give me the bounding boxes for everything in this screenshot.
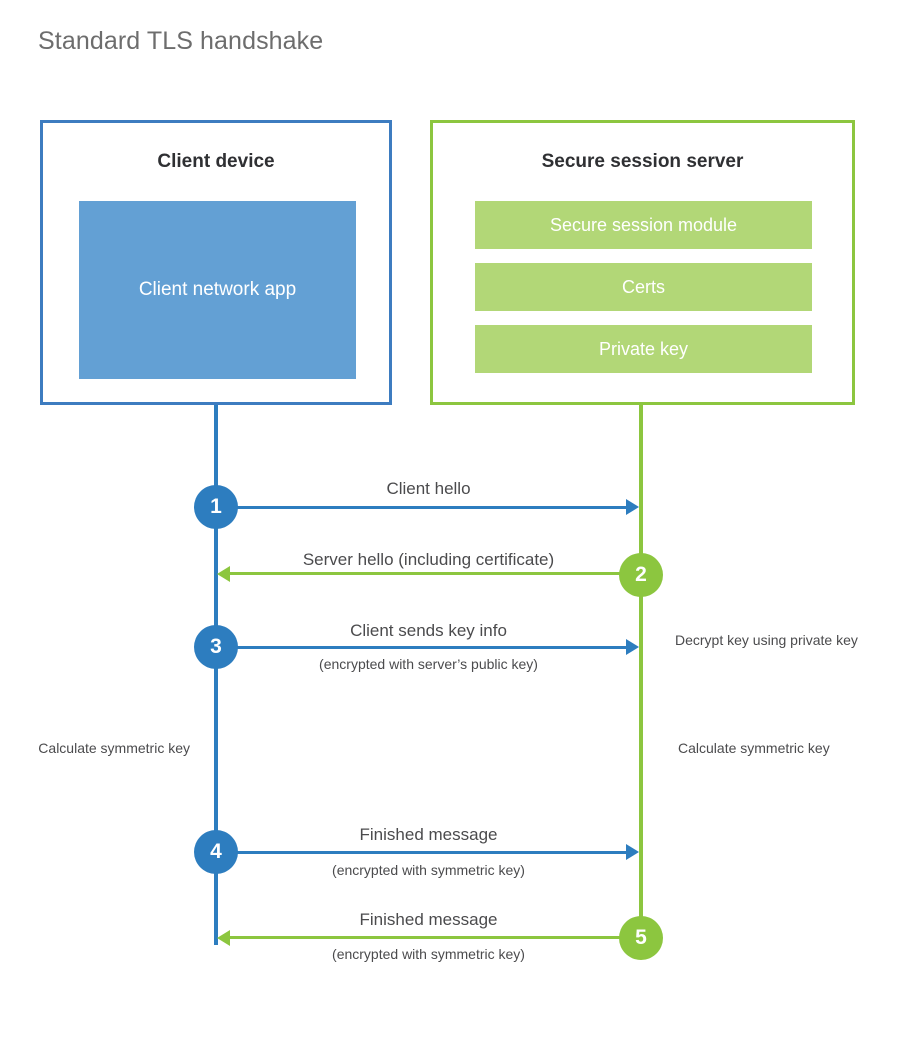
step-1-arrow-line [216,506,626,509]
step-3-circle: 3 [194,625,238,669]
step-1-arrow-head-icon [626,499,639,515]
secure-session-server-title: Secure session server [541,151,744,172]
step-3-arrow-head-icon [626,639,639,655]
server-calculate-symmetric-key-note: Calculate symmetric key [678,740,830,756]
client-calculate-symmetric-key-note: Calculate symmetric key [38,740,190,756]
secure-session-server-box: Secure session server Secure session mod… [430,120,855,405]
step-4-circle: 4 [194,830,238,874]
step-2-arrow-line [230,572,641,575]
client-device-title: Client device [157,151,275,172]
step-3-sublabel: (encrypted with server’s public key) [319,656,538,672]
step-5-label: Finished message [359,910,498,929]
step-2-label: Server hello (including certificate) [302,550,555,569]
client-device-box: Client device Client network app [40,120,392,405]
step-2-arrow-head-icon [217,566,230,582]
server-component-certs: Certs [475,263,812,311]
step-5-arrow-line [230,936,641,939]
step-1-circle: 1 [194,485,238,529]
server-component-secure-session-module: Secure session module [475,201,812,249]
step-5-circle: 5 [619,916,663,960]
client-lifeline [214,405,218,945]
step-2-circle: 2 [619,553,663,597]
server-lifeline [639,405,643,938]
step-5-sublabel: (encrypted with symmetric key) [332,946,525,962]
server-components-list: Secure session module Certs Private key [475,201,812,373]
client-network-app-block: Client network app [79,201,356,379]
step-4-sublabel: (encrypted with symmetric key) [332,862,525,878]
step-3-label: Client sends key info [350,621,507,640]
step-3-arrow-line [216,646,626,649]
server-component-private-key: Private key [475,325,812,373]
server-decrypt-note: Decrypt key using private key [675,632,858,648]
page-title: Standard TLS handshake [38,27,324,55]
step-4-arrow-head-icon [626,844,639,860]
step-4-arrow-line [216,851,626,854]
step-5-arrow-head-icon [217,930,230,946]
step-4-label: Finished message [359,825,498,844]
step-1-label: Client hello [386,479,471,498]
